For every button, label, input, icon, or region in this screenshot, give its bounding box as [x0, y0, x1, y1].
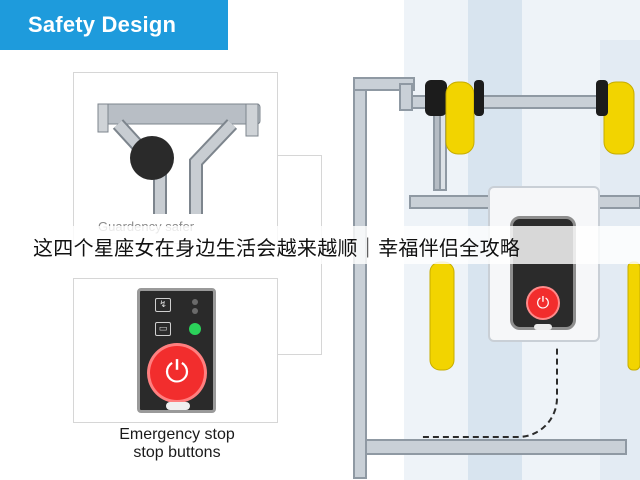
overlay-banner [0, 226, 640, 264]
gate-card-slot [534, 324, 552, 330]
status-dot [192, 308, 198, 314]
gate-power-icon[interactable]: ⏻ [528, 288, 558, 318]
header-tab [0, 0, 228, 50]
banner-headline[interactable]: 这四个星座女在身边生活会越来越顺｜幸福伴侣全攻略 [33, 236, 521, 260]
key-card-icon: ▭ [155, 322, 171, 336]
detail-card-top [73, 72, 278, 244]
emergency-caption-line2: stop buttons [133, 444, 221, 461]
power-icon: ⏻ [165, 355, 189, 390]
dashed-cable [420, 346, 558, 438]
emergency-caption-line1: Emergency stop [119, 426, 235, 443]
card-slot [166, 402, 190, 410]
signal-icon: ↯ [155, 298, 171, 312]
emergency-stop-button[interactable] [150, 346, 204, 400]
emergency-caption: Emergency stop stop buttons [83, 426, 271, 462]
green-indicator [189, 323, 201, 335]
page-title: Safety Design [28, 12, 177, 37]
status-dot [192, 299, 198, 305]
